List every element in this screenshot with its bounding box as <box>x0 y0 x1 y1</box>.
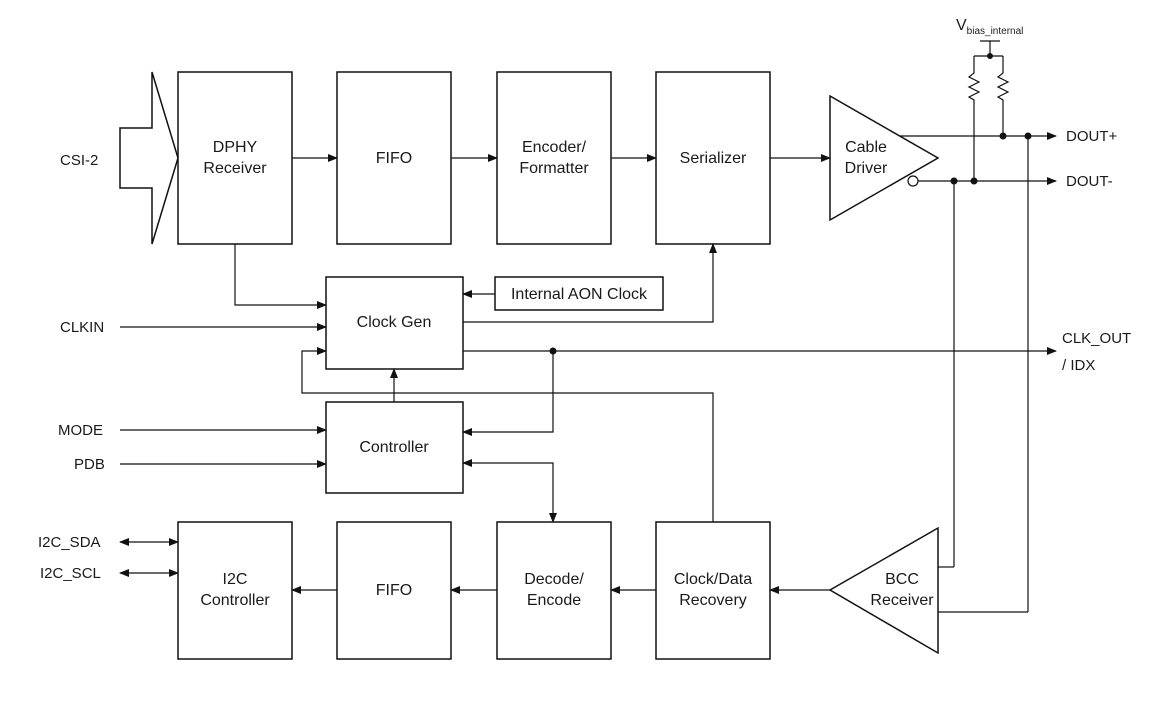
fifo-top-block: FIFO <box>336 71 452 245</box>
clk-to-controller-wire <box>462 351 554 436</box>
dphy-label-1: DPHY <box>213 139 258 156</box>
inverting-bubble <box>907 175 919 187</box>
dout-minus-bias-node <box>970 177 978 185</box>
vbias-node <box>987 53 993 59</box>
cable-driver-label-2: Driver <box>845 160 888 177</box>
dphy-to-clockgen-wire <box>234 244 327 309</box>
resistor-right <box>996 56 1010 136</box>
bcc-label-1: BCC <box>885 571 919 588</box>
cdr-to-clockgen-wire <box>301 347 714 522</box>
controller-block: Controller <box>325 401 464 494</box>
decode-label-2: Encode <box>527 592 581 609</box>
vbias-main: V <box>956 17 967 34</box>
pdb-label: PDB <box>74 456 105 473</box>
clkin-label: CLKIN <box>60 319 104 336</box>
clk-out-label-1: CLK_OUT <box>1062 330 1131 347</box>
serializer-label: Serializer <box>680 150 747 167</box>
decode-label-1: Decode/ <box>524 571 584 588</box>
dout-plus-label: DOUT+ <box>1066 128 1117 145</box>
aon-clock-label: Internal AON Clock <box>511 286 648 303</box>
fifo-bottom-block: FIFO <box>336 521 452 660</box>
aon-clock-block: Internal AON Clock <box>494 276 664 311</box>
encoder-formatter-block: Encoder/ Formatter <box>496 71 612 245</box>
mode-label: MODE <box>58 422 103 439</box>
dphy-receiver-block: DPHY Receiver <box>177 71 293 245</box>
bcc-label-2: Receiver <box>870 592 934 609</box>
fifo-bottom-label: FIFO <box>376 582 412 599</box>
dout-minus-label: DOUT- <box>1066 173 1113 190</box>
cdr-label-1: Clock/Data <box>674 571 752 588</box>
cdr-label-2: Recovery <box>679 592 747 609</box>
clockgen-to-serializer-wire <box>463 243 717 323</box>
cable-driver-block: Cable Driver <box>829 94 940 222</box>
csi2-bus-arrow <box>119 71 179 245</box>
encoder-label-1: Encoder/ <box>522 139 587 156</box>
vbias-label: Vbias_internal <box>956 17 1023 37</box>
csi2-label: CSI-2 <box>60 152 98 169</box>
dphy-label-2: Receiver <box>203 160 267 177</box>
i2c-controller-block: I2C Controller <box>177 521 293 660</box>
resistor-left <box>967 56 981 181</box>
clock-gen-label: Clock Gen <box>357 314 432 331</box>
vbias-subscript: bias_internal <box>967 26 1024 37</box>
fifo-top-label: FIFO <box>376 150 412 167</box>
controller-label: Controller <box>359 439 429 456</box>
bcc-receiver-block: BCC Receiver <box>828 526 939 655</box>
encoder-label-2: Formatter <box>519 160 589 177</box>
clock-gen-block: Clock Gen <box>325 276 464 370</box>
controller-decode-wire <box>462 459 557 523</box>
cable-driver-label-1: Cable <box>845 139 887 156</box>
decode-encode-block: Decode/ Encode <box>496 521 612 660</box>
serializer-block: Serializer <box>655 71 771 245</box>
i2c-scl-label: I2C_SCL <box>40 565 101 582</box>
i2c-sda-label: I2C_SDA <box>38 534 101 551</box>
i2c-controller-label-1: I2C <box>223 571 248 588</box>
clock-data-recovery-block: Clock/Data Recovery <box>655 521 771 660</box>
i2c-controller-label-2: Controller <box>200 592 270 609</box>
clk-out-label-2: / IDX <box>1062 357 1095 374</box>
dout-plus-bias-node <box>999 132 1007 140</box>
